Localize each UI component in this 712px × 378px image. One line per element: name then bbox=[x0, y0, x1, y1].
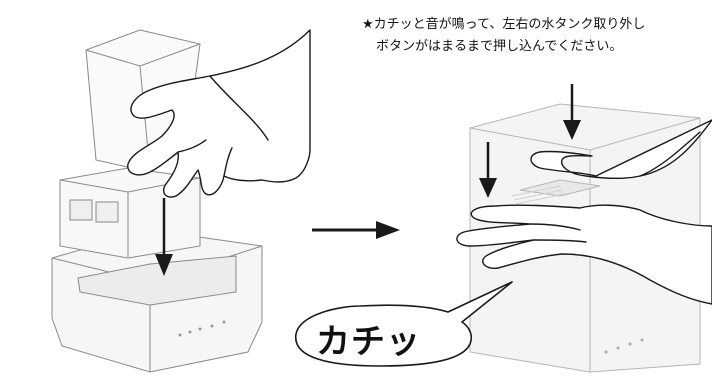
hand-left bbox=[127, 29, 311, 198]
device-dots-right bbox=[604, 338, 644, 354]
left-scene bbox=[51, 29, 311, 373]
speech-bubble-icon bbox=[295, 281, 513, 367]
arrow-down-icon bbox=[155, 198, 173, 276]
arrow-down-icon bbox=[479, 142, 497, 198]
instruction-line-2: ボタンがはまるまで押し込んでください。 bbox=[376, 39, 623, 54]
hand-top-right bbox=[530, 119, 712, 179]
right-scene bbox=[295, 84, 712, 373]
instruction-line-1: ★カチッと音が鳴って、左右の水タンク取り外し bbox=[362, 17, 646, 32]
hand-bottom-right bbox=[456, 204, 712, 305]
device-vents bbox=[511, 185, 565, 205]
device-base-left bbox=[51, 229, 263, 373]
arrow-right-icon bbox=[312, 221, 400, 239]
base-indicator-dots bbox=[178, 320, 226, 337]
sound-label: カチッ bbox=[316, 322, 421, 362]
instruction-note: ★カチッと音が鳴って、左右の水タンク取り外し ボタンがはまるまで押し込んでくださ… bbox=[362, 14, 712, 58]
arrow-down-icon bbox=[563, 84, 581, 140]
